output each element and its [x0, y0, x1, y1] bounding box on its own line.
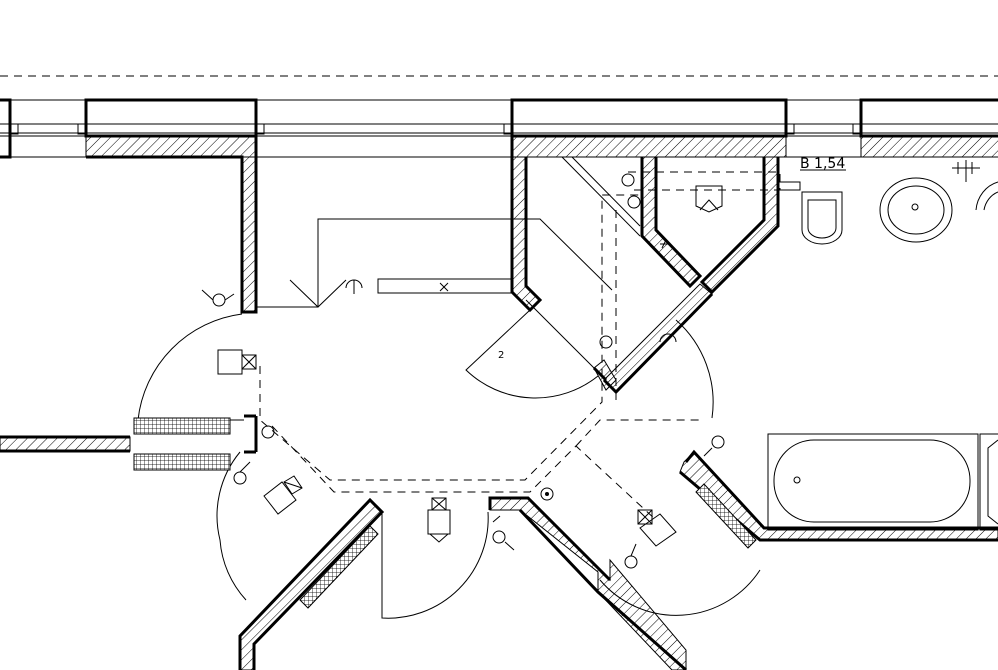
radiators — [133, 417, 757, 609]
wiring-dashed — [259, 171, 781, 521]
electrical-symbols — [201, 173, 725, 569]
door-swings — [137, 309, 761, 619]
wall-outlines — [0, 136, 998, 670]
sanitary-fixtures — [767, 160, 998, 531]
height-mark-label: B 1,54 — [800, 156, 845, 172]
height-mark-leader — [778, 169, 846, 191]
hatched-walls — [0, 135, 998, 670]
door-number-label: 2 — [498, 350, 504, 361]
shelf-outlines — [256, 156, 641, 379]
